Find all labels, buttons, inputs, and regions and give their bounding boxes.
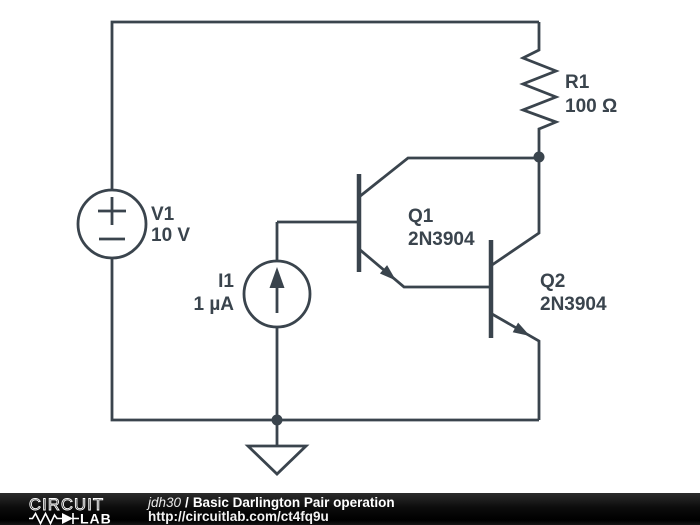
resistor-r1: R1 100 Ω (519, 22, 617, 153)
q1-value-label: 2N3904 (408, 229, 475, 250)
up-arrow-icon (269, 267, 285, 288)
q1-emitter (358, 247, 489, 289)
wire-top (110, 20, 539, 190)
q2-collector (491, 157, 541, 267)
node-dot (271, 414, 283, 426)
wires (110, 20, 539, 422)
emitter-arrow-icon (379, 265, 396, 281)
footer-bar: CIRCUIT LAB jdh30/Basic Darlington Pair … (0, 493, 700, 525)
ground-symbol (244, 420, 310, 476)
schematic-title-line: jdh30/Basic Darlington Pair operation (148, 496, 395, 510)
r1-value-label: 100 Ω (565, 96, 617, 117)
wire-bottom (110, 258, 539, 422)
q2-ref-label: Q2 (540, 271, 565, 292)
current-source-i1: I1 1 µA (193, 222, 312, 420)
q1-ref-label: Q1 (408, 206, 434, 227)
author-name: jdh30 (148, 495, 182, 510)
schematic-url: http://circuitlab.com/ct4fq9u (148, 509, 329, 524)
v1-ref-label: V1 (151, 204, 175, 225)
r1-ref-label: R1 (565, 72, 590, 93)
resistor-icon (29, 511, 62, 525)
title-separator: / (185, 495, 189, 510)
i1-ref-label: I1 (218, 271, 234, 292)
voltage-source-v1: V1 10 V (76, 188, 190, 260)
i1-value-label: 1 µA (193, 294, 234, 315)
emitter-arrow-icon (512, 322, 530, 336)
schematic-canvas: R1 100 Ω V1 10 V I1 1 µA (76, 20, 617, 476)
schematic-title: Basic Darlington Pair operation (192, 495, 395, 510)
node-dot (533, 151, 545, 163)
ground-triangle-icon (244, 444, 310, 476)
plus-icon (98, 197, 126, 225)
schematic-meta: jdh30/Basic Darlington Pair operation ht… (148, 496, 395, 524)
logo-word-lab: LAB (80, 511, 112, 525)
diode-bar (72, 513, 79, 524)
logo-word-circuit: CIRCUIT (29, 496, 104, 514)
q2-value-label: 2N3904 (540, 294, 607, 315)
q2-emitter (491, 312, 541, 420)
transistor-q1: Q1 2N3904 (277, 156, 539, 289)
transistor-q2: Q2 2N3904 (488, 157, 607, 420)
circuitlab-logo: CIRCUIT LAB (29, 496, 112, 525)
v1-value-label: 10 V (151, 225, 190, 246)
diode-icon (62, 513, 73, 524)
resistor-zigzag (519, 22, 560, 153)
q1-collector (358, 156, 539, 199)
